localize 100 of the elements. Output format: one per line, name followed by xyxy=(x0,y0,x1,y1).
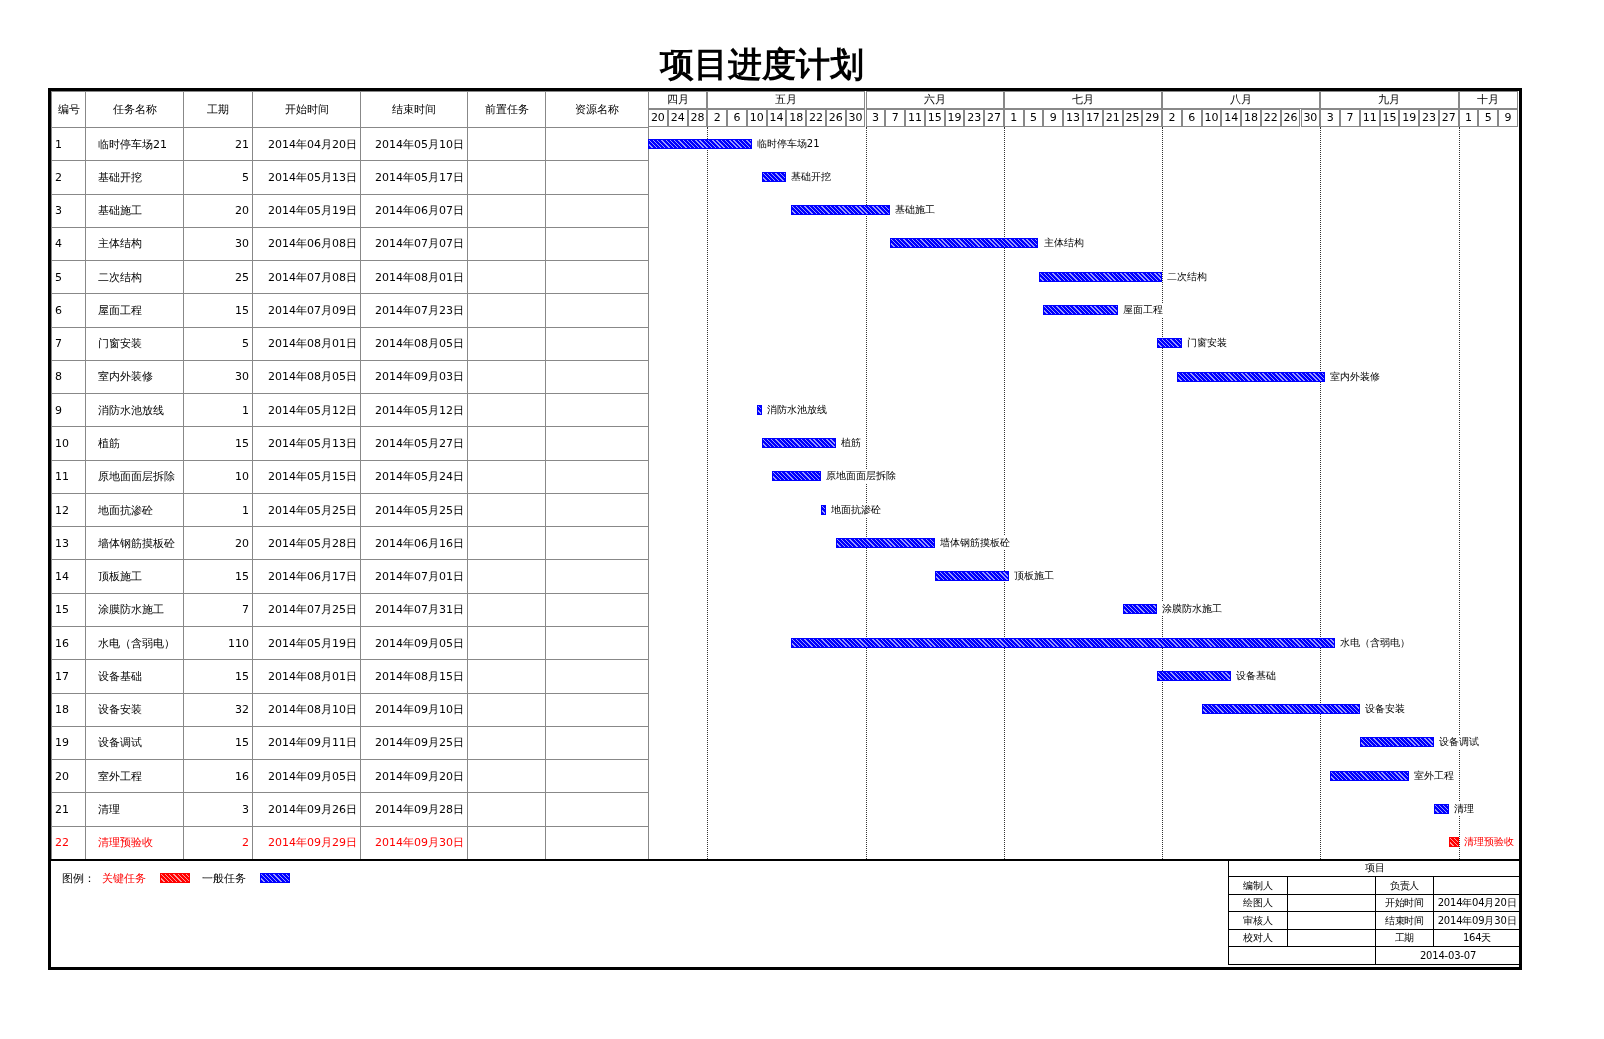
month-header: 四月 xyxy=(648,91,708,109)
bar-label: 清理 xyxy=(1453,802,1474,817)
day-tick: 17 xyxy=(1083,109,1103,127)
task-name: 基础施工 xyxy=(85,194,184,228)
end-date: 2014年05月10日 xyxy=(360,127,468,161)
day-tick: 21 xyxy=(1102,109,1123,127)
task-bar xyxy=(821,504,826,515)
start-date: 2014年05月13日 xyxy=(252,160,361,195)
day-tick: 6 xyxy=(727,109,747,127)
task-name: 地面抗渗砼 xyxy=(85,493,184,527)
legend-title: 图例： xyxy=(62,870,95,886)
day-tick: 19 xyxy=(1399,109,1420,127)
bar-label: 清理预验收 xyxy=(1463,835,1514,850)
duration: 15 xyxy=(183,293,253,328)
bar-label: 设备调试 xyxy=(1438,735,1479,750)
bar-label: 设备安装 xyxy=(1364,702,1405,717)
task-name: 二次结构 xyxy=(85,260,184,294)
bar-label: 地面抗渗砼 xyxy=(831,502,881,517)
day-tick: 15 xyxy=(924,109,945,127)
day-tick: 6 xyxy=(1181,109,1202,127)
end-date: 2014年09月05日 xyxy=(360,626,468,660)
duration: 10 xyxy=(183,460,253,494)
row-number: 19 xyxy=(51,726,86,760)
task-bar xyxy=(1122,604,1158,615)
start-date: 2014年05月13日 xyxy=(252,426,361,461)
task-bar xyxy=(1433,804,1449,815)
day-tick: 9 xyxy=(1498,109,1518,127)
task-bar xyxy=(1043,305,1118,315)
bar-label: 临时停车场21 xyxy=(756,136,820,151)
day-tick: 22 xyxy=(806,109,826,127)
day-tick: 27 xyxy=(984,109,1004,127)
day-tick: 10 xyxy=(1201,109,1222,127)
month-header: 八月 xyxy=(1162,91,1321,109)
day-tick: 11 xyxy=(1359,109,1380,127)
duration: 15 xyxy=(183,726,253,760)
end-date: 2014年05月25日 xyxy=(360,493,468,527)
field-label: 审核人 xyxy=(1228,911,1288,930)
duration: 16 xyxy=(183,759,253,793)
month-header: 九月 xyxy=(1320,91,1459,109)
end-date: 2014年07月31日 xyxy=(360,593,468,627)
start-date: 2014年05月19日 xyxy=(252,626,361,660)
row-number: 15 xyxy=(51,593,86,627)
start-date: 2014年05月15日 xyxy=(252,460,361,494)
day-tick: 5 xyxy=(1023,109,1044,127)
column-header: 任务名称 xyxy=(85,91,184,128)
day-tick: 18 xyxy=(786,109,807,127)
start-date: 2014年05月12日 xyxy=(252,393,361,427)
task-name: 消防水池放线 xyxy=(85,393,184,427)
row-number: 3 xyxy=(51,194,86,228)
task-name: 设备基础 xyxy=(85,659,184,693)
bar-label: 室外工程 xyxy=(1414,768,1455,783)
field-label: 结束时间 xyxy=(1375,911,1434,930)
day-tick: 19 xyxy=(944,109,965,127)
start-date: 2014年09月05日 xyxy=(252,759,361,793)
day-tick: 2 xyxy=(1162,109,1182,127)
start-date: 2014年05月19日 xyxy=(252,194,361,228)
start-date: 2014年05月28日 xyxy=(252,526,361,560)
start-date: 2014年06月17日 xyxy=(252,559,361,594)
day-tick: 23 xyxy=(1419,109,1439,127)
field-label: 校对人 xyxy=(1228,929,1288,947)
end-date: 2014年05月24日 xyxy=(360,460,468,494)
day-tick: 1 xyxy=(1003,109,1024,127)
end-date: 2014年09月28日 xyxy=(360,792,468,827)
day-tick: 24 xyxy=(667,109,688,127)
bar-label: 主体结构 xyxy=(1043,236,1084,251)
column-header: 资源名称 xyxy=(545,91,649,128)
task-bar xyxy=(756,404,762,415)
day-tick: 14 xyxy=(1221,109,1242,127)
day-tick: 5 xyxy=(1478,109,1499,127)
start-date: 2014年06月08日 xyxy=(252,227,361,261)
row-number: 4 xyxy=(51,227,86,261)
end-date: 2014年05月27日 xyxy=(360,426,468,461)
day-tick: 18 xyxy=(1241,109,1261,127)
duration: 15 xyxy=(183,426,253,461)
end-date: 2014年08月05日 xyxy=(360,327,468,361)
day-tick: 27 xyxy=(1438,109,1459,127)
bar-label: 门窗安装 xyxy=(1186,336,1227,351)
legend-label: 一般任务 xyxy=(202,870,246,886)
bar-label: 屋面工程 xyxy=(1122,303,1163,317)
month-header: 五月 xyxy=(707,91,866,109)
column-header: 结束时间 xyxy=(360,91,468,128)
column-header: 编号 xyxy=(51,91,86,128)
task-bar xyxy=(890,238,1039,249)
end-date: 2014年05月17日 xyxy=(360,160,468,195)
field-value: 2014年04月20日 xyxy=(1433,894,1521,912)
day-tick: 9 xyxy=(1043,109,1064,127)
bar-label: 二次结构 xyxy=(1167,269,1208,284)
day-tick: 1 xyxy=(1458,109,1479,127)
field-label: 开始时间 xyxy=(1375,894,1434,912)
field-value: 2014年09月30日 xyxy=(1433,911,1521,930)
task-name: 设备调试 xyxy=(85,726,184,760)
field-label: 绘图人 xyxy=(1228,894,1288,912)
task-name: 墙体钢筋摸板砼 xyxy=(85,526,184,560)
row-number: 1 xyxy=(51,127,86,161)
row-number: 7 xyxy=(51,327,86,361)
row-number: 18 xyxy=(51,693,86,727)
row-number: 11 xyxy=(51,460,86,494)
task-name: 门窗安装 xyxy=(85,327,184,361)
bar-label: 消防水池放线 xyxy=(766,402,827,417)
task-name: 涂膜防水施工 xyxy=(85,593,184,627)
